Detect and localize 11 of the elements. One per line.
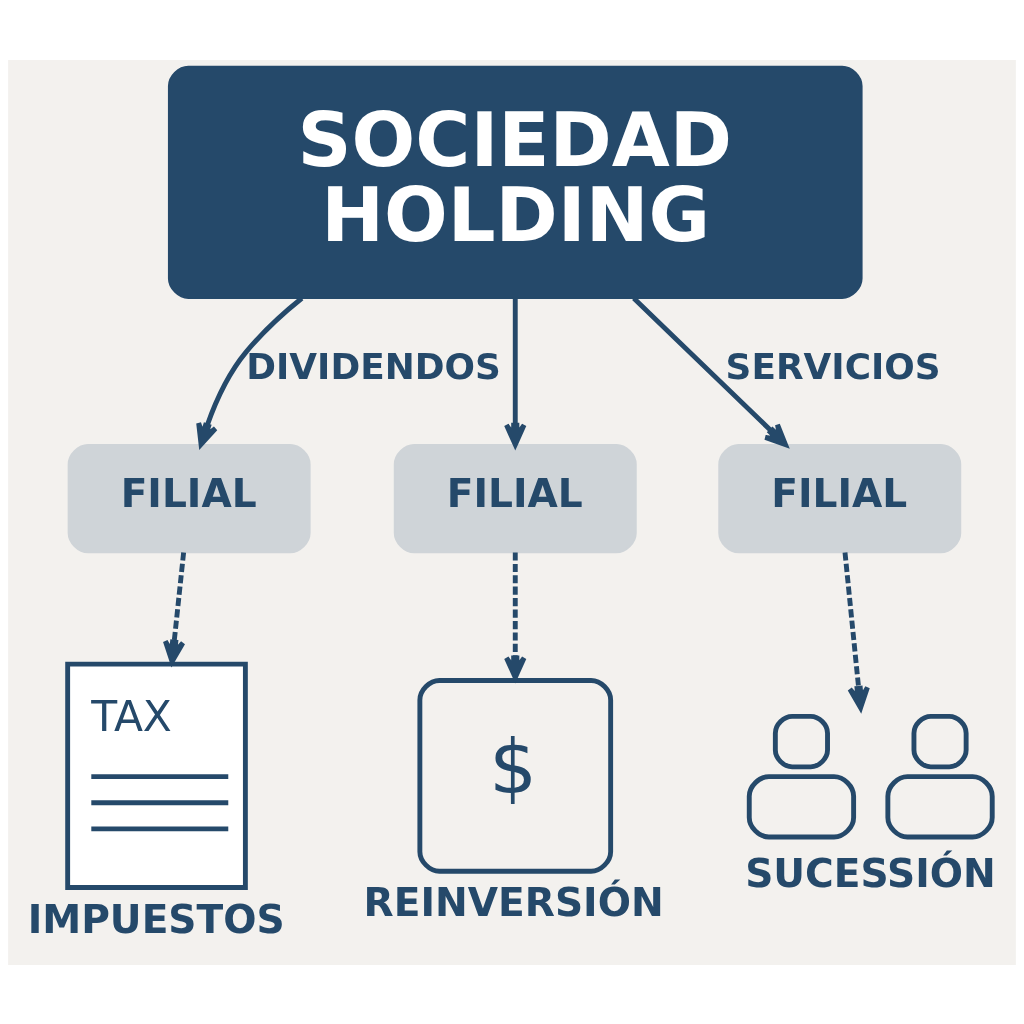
node-box: FILIAL xyxy=(67,443,311,553)
edge-label: SERVICIOS xyxy=(725,345,941,387)
node-box: SOCIEDAD HOLDING xyxy=(167,65,863,299)
node-box: FILIAL xyxy=(393,443,637,553)
edge-label: DIVIDENDOS xyxy=(246,345,501,387)
node-box: FILIAL xyxy=(718,443,962,553)
node-box: $ xyxy=(417,677,614,874)
node-label: IMPUESTOS xyxy=(27,896,285,942)
node-label: REINVERSIÓN xyxy=(363,879,664,925)
node-label: SUCESSIÓN xyxy=(745,850,996,896)
arrow xyxy=(632,296,788,447)
